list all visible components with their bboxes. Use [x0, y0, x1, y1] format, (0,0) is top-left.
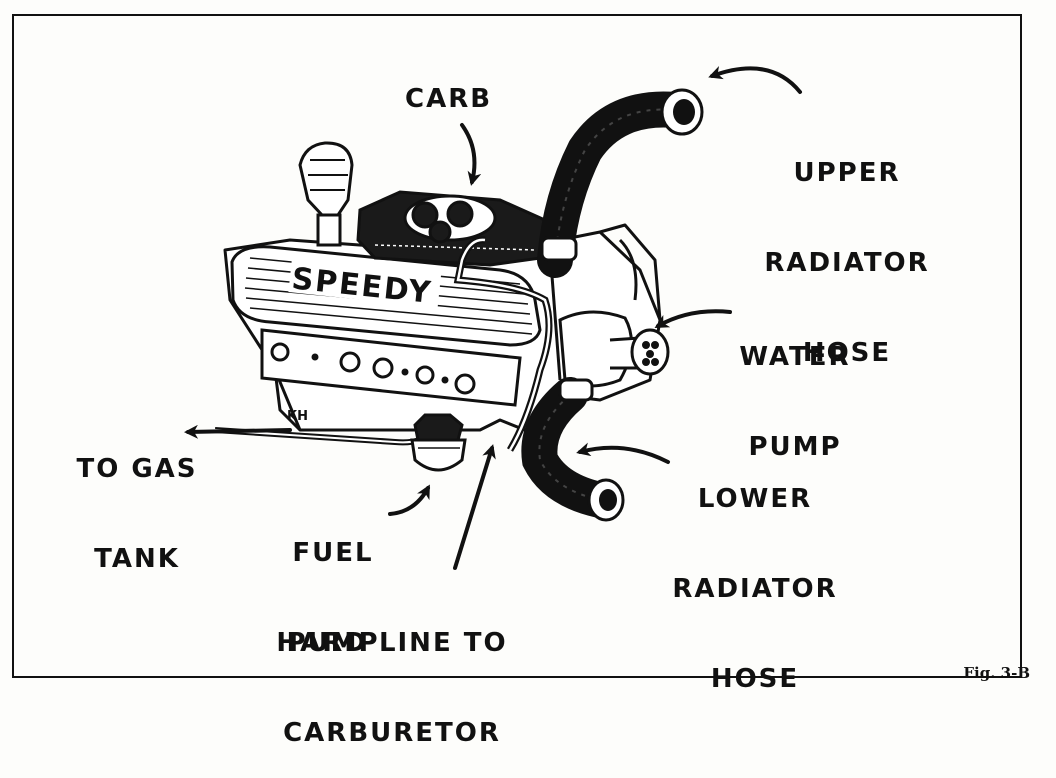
- arrow-upper-hose: [708, 66, 802, 94]
- label-line: WATER: [739, 342, 851, 372]
- label-to-gas-tank: TO GAS TANK: [72, 394, 202, 604]
- label-line: RADIATOR: [672, 574, 838, 604]
- label-upper-radiator-hose: UPPER RADIATOR HOSE: [752, 98, 942, 398]
- label-line: FUEL: [292, 538, 374, 568]
- arrow-lower-hose: [576, 442, 670, 464]
- label-fuel-pump: FUEL PUMP: [278, 478, 388, 688]
- water-pump: [558, 310, 670, 388]
- hard-fuel-line: [453, 236, 553, 452]
- label-line: TANK: [94, 544, 180, 574]
- arrow-gas-tank: [184, 424, 292, 439]
- label-line: PUMP: [748, 432, 842, 462]
- label-line: PUMP: [286, 628, 380, 658]
- figure-frame: [12, 14, 1022, 678]
- upper-radiator-hose: [537, 88, 704, 278]
- label-line: HOSE: [802, 338, 892, 368]
- label-hard-line: HARD LINE TO CARBURETOR: [262, 568, 522, 778]
- arrow-carb: [460, 123, 482, 186]
- label-line: HARD LINE TO: [276, 628, 508, 658]
- cylinder-head: [260, 328, 522, 407]
- lower-radiator-hose: [521, 377, 625, 522]
- arrow-water-pump: [654, 309, 732, 328]
- label-carb: CARB: [405, 84, 493, 114]
- label-line: CARBURETOR: [283, 718, 501, 748]
- engine-initials: KH: [287, 409, 308, 424]
- label-line: TO GAS: [76, 454, 198, 484]
- engine-illustration: SPEEDY KH: [184, 66, 802, 570]
- label-line: UPPER: [793, 158, 901, 188]
- callout-arrows: [184, 66, 802, 570]
- arrow-fuel-pump: [388, 484, 430, 516]
- carburetor: [356, 190, 547, 267]
- label-lower-radiator-hose: LOWER RADIATOR HOSE: [665, 424, 845, 724]
- label-water-pump: WATER PUMP: [725, 282, 865, 492]
- fuel-pump: [410, 413, 467, 472]
- oil-filler-cap: [298, 141, 354, 247]
- label-line: LOWER: [697, 484, 813, 514]
- figure-number: Fig. 3-B: [963, 664, 1030, 682]
- label-line: RADIATOR: [764, 248, 930, 278]
- arrow-hard-line: [453, 444, 496, 570]
- label-line: HOSE: [710, 664, 800, 694]
